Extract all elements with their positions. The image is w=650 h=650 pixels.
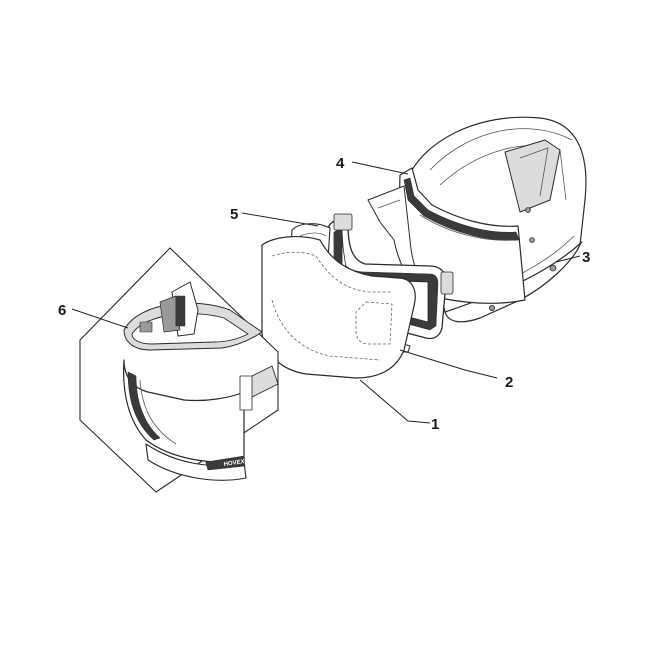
logo-text: HOVEX xyxy=(223,459,245,468)
callout-5: 5 xyxy=(230,206,238,223)
leader-line-1 xyxy=(359,379,431,424)
callout-1: 1 xyxy=(431,416,439,433)
part-1-cover-plate xyxy=(261,235,416,379)
callout-3: 3 xyxy=(582,249,590,266)
leader-line-2 xyxy=(399,349,498,379)
callout-4: 4 xyxy=(336,155,345,172)
leader-line-6 xyxy=(71,308,129,329)
callout-2: 2 xyxy=(505,374,513,391)
leader-line-4 xyxy=(351,161,409,175)
leader-line-5 xyxy=(241,212,319,227)
leader-line-3 xyxy=(555,255,581,263)
part-6-inset xyxy=(79,247,279,493)
callout-6: 6 xyxy=(58,302,66,319)
